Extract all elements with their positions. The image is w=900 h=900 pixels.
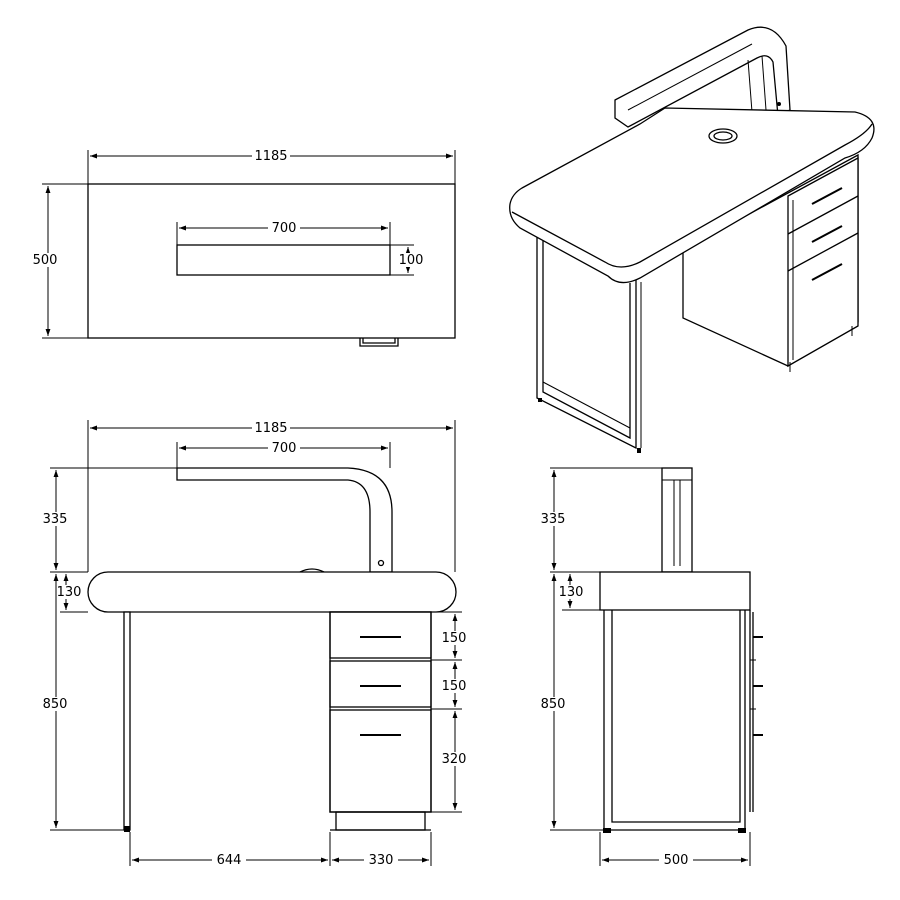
label-mask [212,853,246,867]
front-lamp-height-label: 335 [43,512,68,527]
top-width-label: 1185 [254,149,287,164]
desk-top-profile [87,571,457,613]
drawer-1-height-label: 150 [442,631,467,646]
label-mask [659,853,693,867]
drawer-handle [811,263,843,281]
isometric-view [509,26,875,453]
desk-grommet-inner [713,131,733,141]
side-foot [603,828,611,833]
label-mask [398,253,424,267]
drawer-2-height-label: 150 [442,679,467,694]
label-mask [364,853,398,867]
drawer-2 [329,660,432,708]
side-lamp-height-label: 335 [541,512,566,527]
lamp-switch [377,559,385,567]
cabinet-plinth [787,325,859,372]
cabinet-width-label: 330 [369,853,394,868]
leg-span-label: 644 [217,853,242,868]
label-mask [252,148,290,162]
front-view: 1185 700 335 130 850 150 150 [38,420,472,868]
label-mask [438,679,472,693]
top-view: 1185 700 100 500 [30,148,456,347]
side-height-label: 850 [541,697,566,712]
grommet-profile [299,568,325,573]
drawer-1 [329,611,432,659]
label-mask [536,697,570,711]
drawer-divider [787,232,859,272]
label-mask [438,752,472,766]
leg-frame [536,236,637,450]
label-mask [268,441,300,455]
drawer-divider [787,195,859,235]
label-mask [556,585,586,599]
cabinet-foot-outline [359,338,399,347]
lamp-profile [176,467,393,573]
leg-crossbar [542,381,631,429]
label-mask [38,697,72,711]
leg-foot [538,398,542,402]
label-mask [54,585,84,599]
side-frame-inner [611,610,741,823]
drawer-handle [811,225,843,243]
lamp-pillar-edge [747,59,753,113]
side-depth-label: 500 [664,853,689,868]
front-width-label: 1185 [254,421,287,436]
label-mask [38,512,72,526]
cabinet-plinth [335,811,426,831]
slot-width-label: 100 [399,253,424,268]
lamp-arm [614,26,791,128]
slot-length-label: 700 [272,221,297,236]
cabinet-front-view [329,611,432,813]
lamp-switch [777,102,781,106]
desk-top-surface [509,107,875,284]
label-mask [438,631,472,645]
label-mask [268,221,300,235]
desk-top-edge [511,123,873,268]
left-leg [123,611,131,831]
lamp-length-label: 700 [272,441,297,456]
side-frame [603,610,746,831]
desk-top-side [599,571,751,611]
desk-top-outline [87,183,456,339]
side-foot [738,828,746,833]
front-height-label: 850 [43,697,68,712]
label-mask [252,421,290,435]
top-depth-label: 500 [33,253,58,268]
leg-frame-inner [542,238,631,440]
front-top-thickness-label: 130 [57,585,82,600]
side-top-thickness-label: 130 [559,585,584,600]
drawer-handle [811,187,843,205]
label-mask [30,253,60,267]
lamp-arm-edge [627,43,753,111]
label-mask [536,512,570,526]
side-view: 335 130 850 500 [536,467,763,868]
left-leg-foot [124,826,130,832]
lamp-pillar-side [661,467,693,573]
leg-foot [637,448,641,453]
drawer-3-height-label: 320 [442,752,467,767]
lamp-slot-outline [176,244,391,276]
desk-grommet [708,128,738,144]
lamp-pillar-edge [761,55,767,111]
